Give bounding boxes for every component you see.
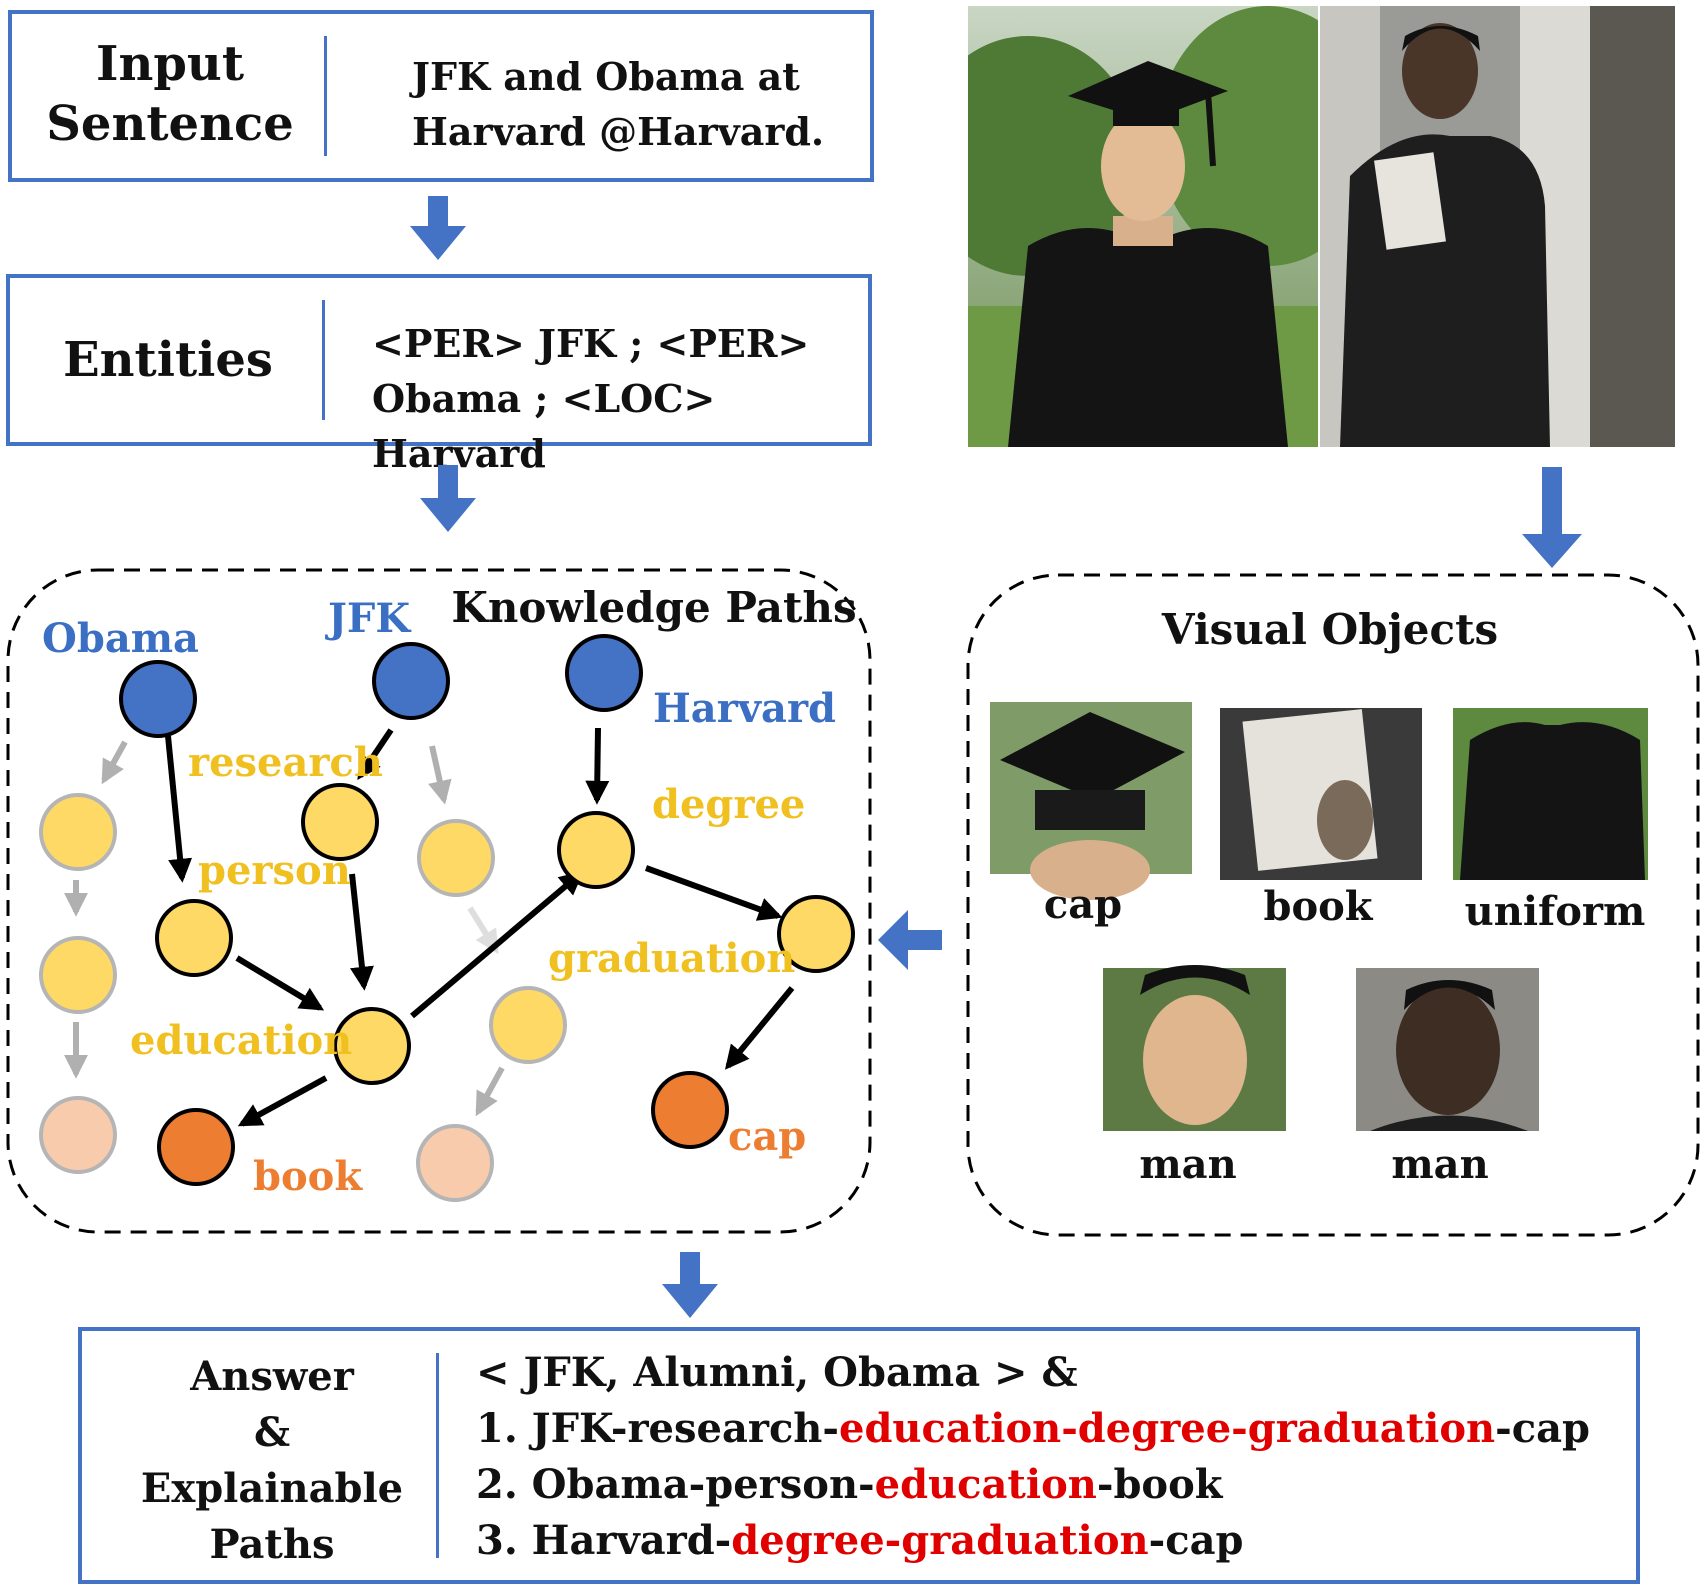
visual-object-thumbnails (990, 702, 1648, 1131)
person-node (155, 899, 233, 977)
answer-triple: < JFK, Alumni, Obama > & (476, 1349, 1078, 1396)
visual-book-label: book (1263, 883, 1373, 930)
faded-concept-node (39, 793, 117, 871)
faded-concept-node (39, 936, 117, 1014)
answer-label: Answer & Explainable Paths (140, 1353, 404, 1568)
input-sentence-label: Input Sentence (46, 36, 294, 152)
knowledge-paths-region (6, 568, 872, 1234)
answer-paths: < JFK, Alumni, Obama > & 1. JFK-research… (476, 1345, 1590, 1569)
entities-text: <PER> JFK ; <PER> Obama ; <LOC> Harvard (372, 321, 810, 477)
visual-objects-title: Visual Objects (1161, 605, 1498, 654)
obama-node (119, 660, 197, 738)
jfk-label: JFK (325, 595, 411, 642)
entities-label: Entities (63, 332, 273, 388)
book-node-label: book (253, 1153, 363, 1200)
path-2: 2. Obama-person-education-book (476, 1461, 1223, 1508)
visual-cap-label: cap (1044, 881, 1122, 928)
harvard-node (565, 634, 643, 712)
arrow-down-4 (662, 1252, 718, 1318)
research-label: research (188, 739, 383, 786)
person-label: person (198, 847, 351, 894)
book-thumbnail (1220, 708, 1422, 880)
jfk-graduation-photo (968, 6, 1318, 447)
flow-arrows (410, 196, 1582, 1318)
arrow-down-2 (420, 465, 476, 532)
path-3: 3. Harvard-degree-graduation-cap (476, 1517, 1244, 1564)
visual-uniform-label: uniform (1465, 888, 1646, 935)
jfk-face-thumbnail (1103, 965, 1286, 1131)
visual-objects-region (966, 573, 1700, 1237)
harvard-label: Harvard (653, 685, 836, 732)
cap-thumbnail (990, 702, 1192, 900)
obama-photo (1320, 6, 1675, 447)
education-node (333, 1007, 411, 1085)
cap-node-label: cap (728, 1113, 806, 1160)
uniform-thumbnail (1453, 708, 1648, 880)
entities-box: Entities <PER> JFK ; <PER> Obama ; <LOC>… (6, 274, 872, 476)
book-node (157, 1108, 235, 1186)
faded-concept-node (417, 819, 495, 897)
education-label: education (130, 1017, 352, 1064)
arrow-down-1 (410, 196, 466, 260)
answer-box: Answer & Explainable Paths < JFK, Alumni… (78, 1327, 1640, 1584)
input-sentence-box: Input Sentence JFK and Obama at Harvard … (8, 10, 874, 182)
research-node (301, 783, 379, 861)
arrow-down-3 (1522, 467, 1582, 568)
visual-man-label-2: man (1391, 1141, 1488, 1188)
graduation-label: graduation (548, 935, 795, 982)
faded-concept-node (489, 986, 567, 1064)
degree-node (557, 811, 635, 889)
obama-label: Obama (42, 615, 199, 662)
graduation-node (777, 895, 855, 973)
cap-node (651, 1071, 729, 1149)
obama-face-thumbnail (1356, 968, 1539, 1131)
knowledge-paths-title: Knowledge Paths (451, 583, 856, 632)
arrow-left (878, 910, 942, 970)
degree-label: degree (652, 781, 805, 828)
jfk-node (372, 642, 450, 720)
visual-man-label-1: man (1139, 1141, 1236, 1188)
input-sentence-text: JFK and Obama at Harvard @Harvard. (412, 54, 825, 155)
path-1: 1. JFK-research-education-degree-graduat… (476, 1405, 1590, 1452)
faded-object-node (39, 1096, 117, 1174)
faded-object-node (416, 1124, 494, 1202)
